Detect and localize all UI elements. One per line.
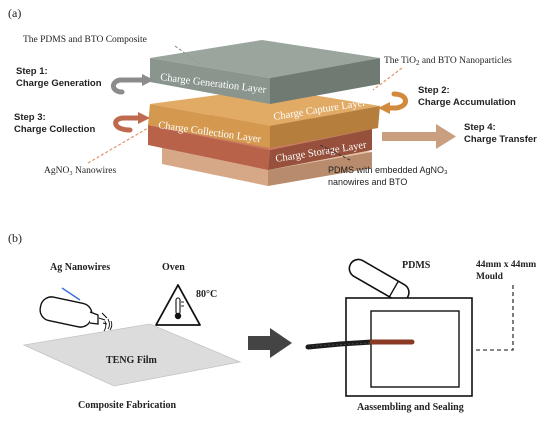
layer-stack: Charge Generation Layer Charge Capture L… [148,40,380,186]
nanowires-callout: AgNO₃ Nanowires [44,166,116,176]
assembling-label: Aassembling and Sealing [357,402,464,413]
storage-callout-line1: PDMS with embedded AgNO₃ [328,165,448,175]
oven-label: Oven [162,262,185,273]
teng-film [22,323,242,387]
pdms-label: PDMS [402,260,431,271]
step3-arrow-icon [113,112,150,133]
panel-a-label: (a) [8,6,21,20]
mould [345,297,473,397]
thermometer-warning-icon [155,284,201,326]
teng-film-label: TENG Film [106,355,158,366]
panel-b-label: (b) [8,231,22,245]
step2-text: Charge Accumulation [418,97,516,108]
step3-title: Step 3: [14,112,46,123]
composite-fabrication-label: Composite Fabrication [78,400,176,411]
charge-generation-layer [150,40,380,104]
ag-nanowires-label: Ag Nanowires [50,262,110,273]
process-arrow-icon [248,328,292,358]
step2-title: Step 2: [418,85,450,96]
composite-callout-line [174,45,201,65]
step1-arrow-icon [111,74,154,95]
mould-label: Mould [476,272,504,282]
composite-callout: The PDMS and BTO Composite [23,35,147,45]
temperature-label: 80°C [196,289,217,300]
spray-can-icon [39,287,113,332]
step4-title: Step 4: [464,122,496,133]
film-strip [305,339,415,350]
storage-callout-line [319,144,351,161]
step4-arrow-icon [382,124,456,149]
mould-size-label: 44mm x 44mm [476,260,536,270]
nanoparticles-callout: The TiO2 and BTO Nanoparticles [384,56,512,67]
charge-capture-layer [148,88,380,148]
step2-arrow-icon [378,91,408,114]
mould-leader-line [474,285,514,351]
step1-text: Charge Generation [16,78,102,89]
pdms-tube-icon [348,258,410,303]
step4-text: Charge Transfer [464,134,537,145]
step1-title: Step 1: [16,66,48,77]
nanowires-callout-line [87,127,149,164]
step3-text: Charge Collection [14,124,95,135]
nanoparticles-callout-line [372,67,403,91]
storage-callout-line2: nanowires and BTO [328,177,407,187]
